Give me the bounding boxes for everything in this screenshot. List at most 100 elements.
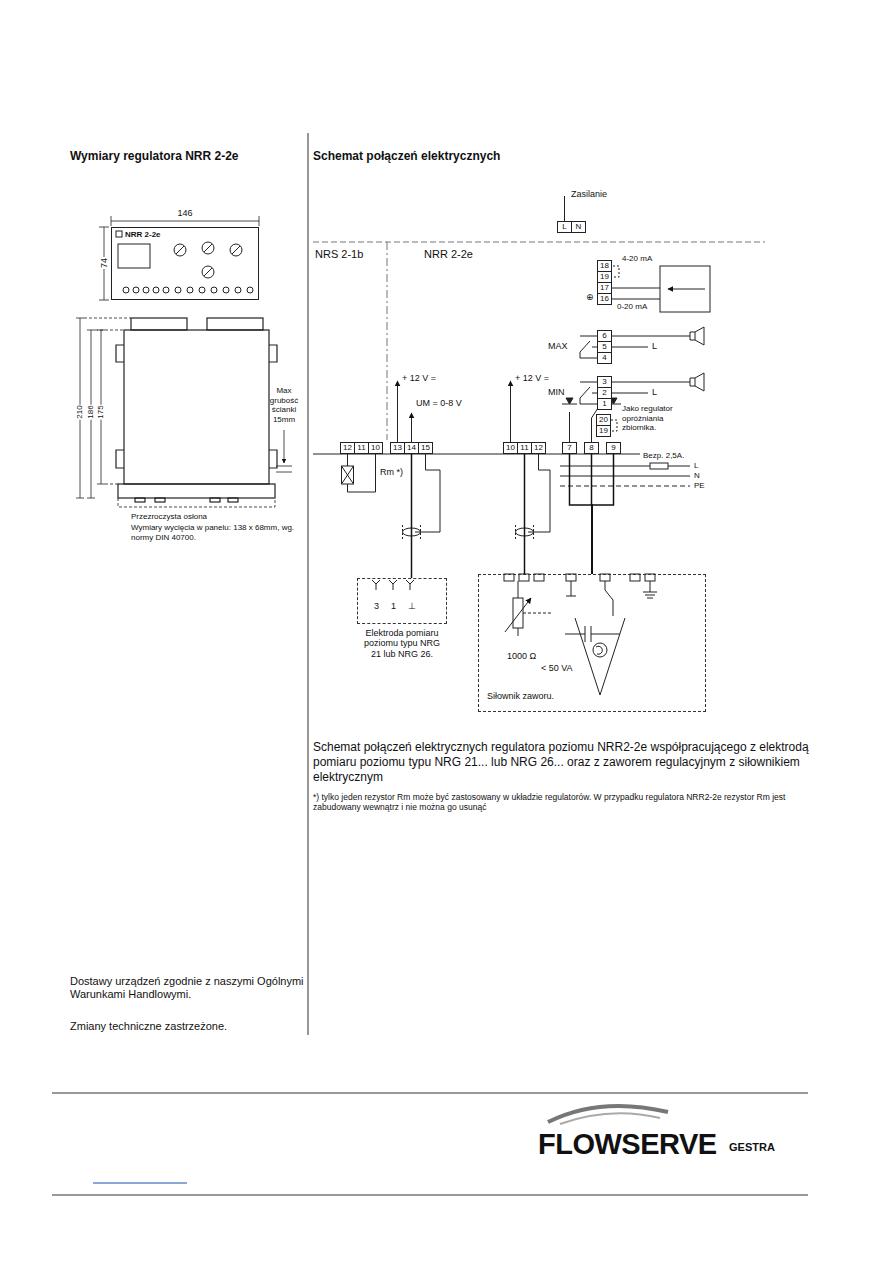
dimension-line <box>76 216 292 498</box>
resistor-symbol <box>342 454 376 492</box>
front-panel-drawing <box>133 287 139 293</box>
front-panel-drawing <box>204 268 212 276</box>
dimension-line <box>284 430 285 463</box>
signal-label: MAX <box>548 341 568 352</box>
terminal-number: 10 <box>504 443 517 453</box>
schematic-wire <box>564 196 565 221</box>
section-heading: Wymiary regulatora NRR 2-2e <box>70 149 239 163</box>
component-label: Elektroda pomiaru poziomu typu NRG 21 lu… <box>358 628 446 659</box>
signal-label: + 12 V = <box>515 373 549 384</box>
front-panel-drawing <box>202 242 214 254</box>
schematic-wire <box>611 420 617 431</box>
cable-connector <box>524 454 526 574</box>
signal-label: N <box>694 471 700 481</box>
side-view-drawing <box>116 318 277 507</box>
front-panel-drawing <box>153 287 159 293</box>
component-label: Bezp. 2,5A. <box>643 451 684 461</box>
actuator-symbol <box>643 581 657 598</box>
side-view-drawing <box>155 498 165 502</box>
signal-label: + 12 V = <box>402 373 436 384</box>
terminal-number: 12 <box>531 443 545 453</box>
actuator-symbol <box>630 574 640 581</box>
level-symbol <box>562 398 577 404</box>
terminal-number: 11 <box>517 443 531 453</box>
actuator-symbol <box>566 574 576 581</box>
region-boundary <box>387 242 388 440</box>
terminal-block: 321 <box>597 376 612 410</box>
front-panel-drawing <box>187 287 193 293</box>
actuator-symbol <box>575 618 625 695</box>
terminal-block: 101112 <box>503 442 546 454</box>
terminal-number: 12 <box>341 443 354 453</box>
dimension-label: 74 <box>99 257 110 269</box>
component-label: ⊥ <box>408 601 416 611</box>
electrode-terminal <box>372 580 414 590</box>
actuator-symbol <box>523 613 552 614</box>
dimension-label: 210 <box>75 404 85 419</box>
front-panel-drawing <box>176 246 184 254</box>
relay-contact <box>580 336 597 404</box>
cable-connector <box>411 454 413 578</box>
actuator-symbol <box>600 574 610 581</box>
schematic-wire <box>560 486 690 487</box>
side-view-drawing <box>228 498 238 502</box>
front-panel-drawing <box>199 287 205 293</box>
side-view-drawing <box>135 498 145 502</box>
level-symbol <box>562 398 621 404</box>
component-label: 1 <box>391 601 396 611</box>
terminal-number: 17 <box>598 282 611 293</box>
signal-label: L <box>652 341 657 352</box>
electrode-terminal <box>372 580 380 590</box>
actuator-symbol <box>565 626 620 642</box>
terminal-number: 19 <box>598 271 611 282</box>
front-panel-drawing <box>118 244 150 268</box>
terminal-number: N <box>571 222 585 232</box>
schematic-wire <box>612 382 690 393</box>
terminal-block: 7 <box>562 442 577 454</box>
front-panel-drawing <box>123 287 129 293</box>
terminal-number: 7 <box>563 443 576 453</box>
side-view-drawing <box>118 484 275 498</box>
signal-label: Zasilanie <box>571 189 607 200</box>
terminal-block: 121110 <box>340 442 383 454</box>
front-panel-drawing <box>163 287 169 293</box>
caption: Schemat połączeń elektrycznych regulator… <box>313 740 818 785</box>
component-label: Siłownik zaworu. <box>487 691 554 701</box>
dimension-line <box>76 318 84 498</box>
column-divider <box>308 133 309 1035</box>
actuator-symbol <box>593 643 607 657</box>
electrode-terminal <box>406 580 414 590</box>
relay-contact <box>580 336 597 358</box>
terminal-block: 654 <box>597 330 612 364</box>
actuator-symbol <box>566 581 576 596</box>
terminal-number: 18 <box>598 261 611 271</box>
terminal-number: 14 <box>404 443 418 453</box>
signal-label: MIN <box>548 387 565 398</box>
note-text: Wymiary wycięcia w panelu: 138 x 68mm, w… <box>131 523 296 542</box>
panel-label: NRR 2-2e <box>125 230 161 239</box>
actuator-symbol <box>534 574 544 581</box>
front-panel-drawing <box>230 244 242 256</box>
terminal-number: 11 <box>354 443 368 453</box>
side-view-drawing <box>124 330 269 484</box>
terms-note: Zmiany techniczne zastrzeżone. <box>70 1020 227 1033</box>
schematic-wire <box>510 381 511 442</box>
device-label: NRR 2-2e <box>424 248 473 261</box>
actuator-symbol <box>505 598 531 632</box>
actuator-symbol <box>513 598 523 628</box>
footer-rule <box>52 1093 808 1195</box>
signal-label: 4-20 mA <box>622 254 652 264</box>
resistor-symbol <box>342 466 354 484</box>
actuator-symbol <box>519 574 529 581</box>
front-panel-drawing <box>247 287 253 293</box>
actuator-symbol <box>504 574 514 581</box>
actuator-symbol <box>605 581 613 616</box>
column-divider <box>308 133 309 1035</box>
dimension-line <box>99 227 109 300</box>
side-view-drawing <box>118 498 275 507</box>
horn-symbol <box>690 327 704 345</box>
terminal-number: 1 <box>598 398 611 409</box>
dimension-line <box>276 466 292 472</box>
